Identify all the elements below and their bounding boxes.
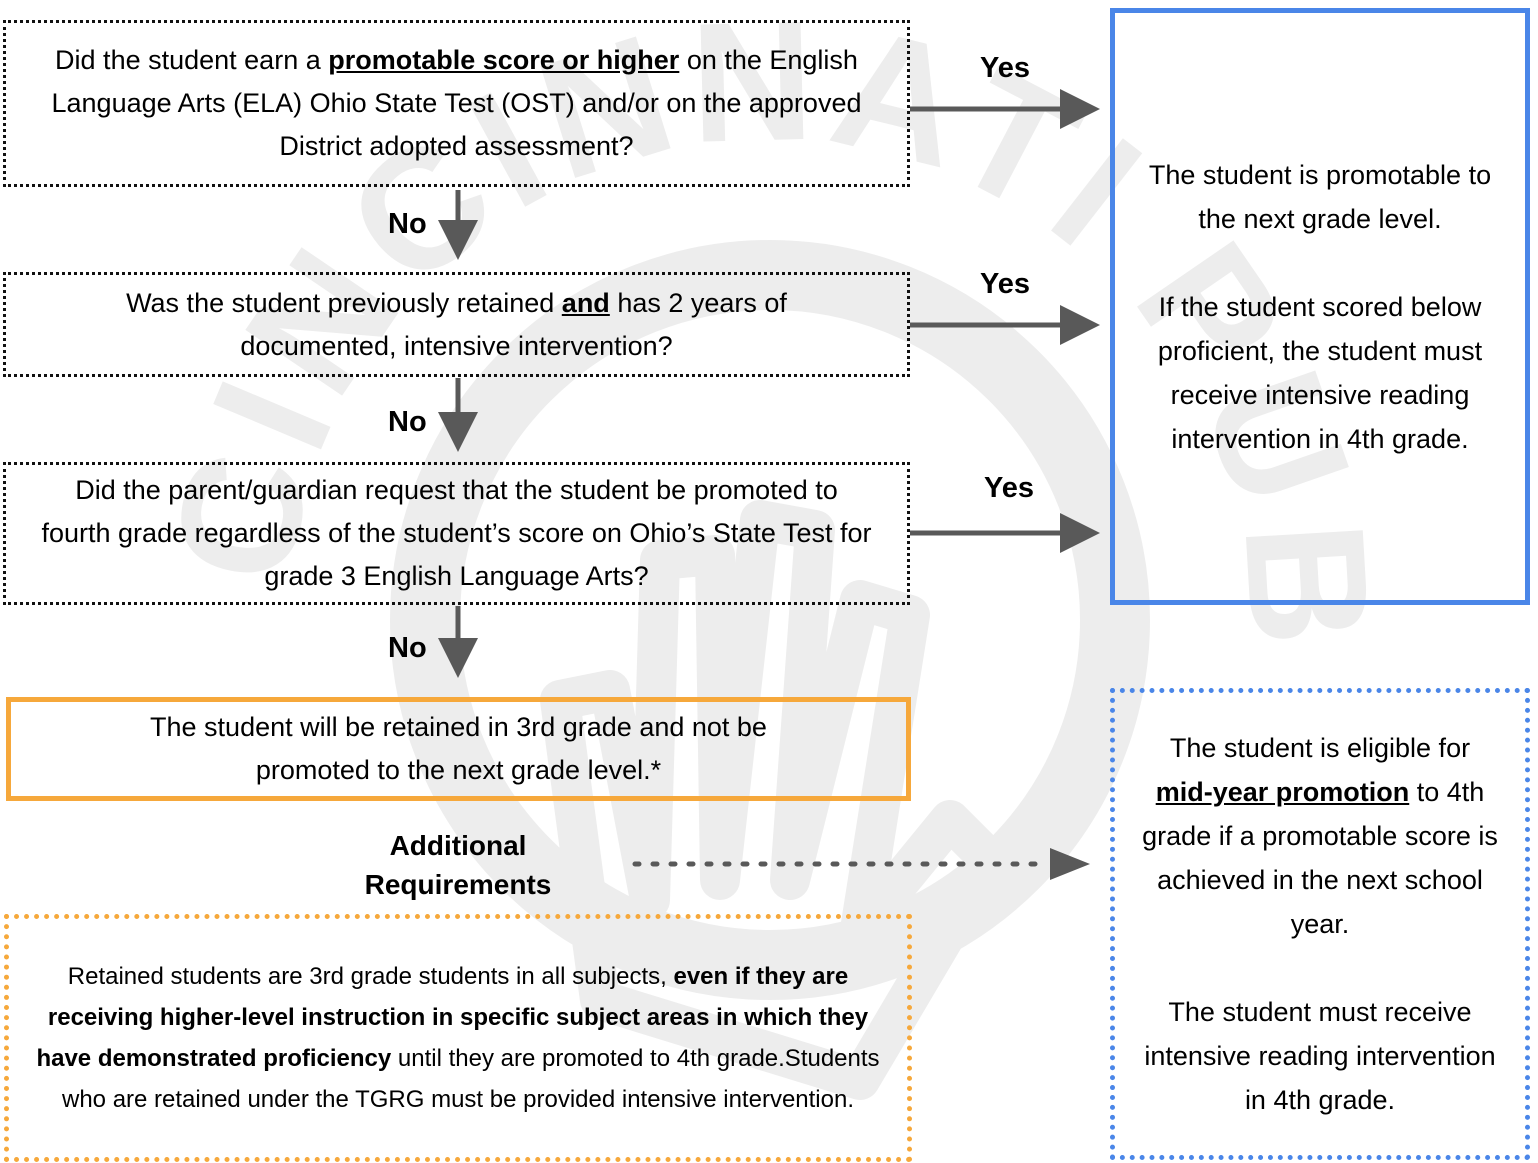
midyear-text-post: to 4th grade if a promotable score is ac… — [1142, 777, 1498, 939]
no-label-3: No — [388, 632, 427, 664]
question-3-text: Did the parent/guardian request that the… — [41, 475, 872, 591]
question-1-emphasis: promotable score or higher — [328, 45, 680, 75]
additional-text-post: until they are promoted to 4th grade.Stu… — [62, 1045, 880, 1113]
midyear-intervention-text: The student must receive intensive readi… — [1144, 997, 1496, 1115]
additional-heading-text: Additional Requirements — [364, 830, 552, 900]
question-2-box: Was the student previously retained and … — [3, 272, 910, 377]
question-1-post: on the English Language Arts (ELA) Ohio … — [51, 45, 862, 161]
question-2-post: has 2 years of documented, intensive int… — [240, 287, 787, 361]
no-label-1: No — [388, 208, 427, 240]
promotable-box: The student is promotable to the next gr… — [1110, 8, 1530, 605]
additional-text: Retained students are 3rd grade students… — [31, 956, 885, 1120]
yes-label-3: Yes — [984, 472, 1034, 504]
question-1-box: Did the student earn a promotable score … — [3, 20, 910, 187]
additional-requirements-box: Retained students are 3rd grade students… — [4, 914, 912, 1162]
retained-box: The student will be retained in 3rd grad… — [6, 697, 911, 801]
midyear-promotion-box: The student is eligible for mid-year pro… — [1110, 688, 1530, 1160]
midyear-emphasis: mid-year promotion — [1155, 777, 1410, 807]
question-1-pre: Did the student earn a — [55, 45, 329, 75]
yes-label-1: Yes — [980, 52, 1030, 84]
promotable-intervention-text: If the student scored below proficient, … — [1157, 291, 1483, 454]
question-1-text: Did the student earn a promotable score … — [32, 39, 881, 168]
additional-text-bold: even if they are receiving higher-level … — [36, 963, 869, 1072]
midyear-text: The student is eligible for mid-year pro… — [1139, 726, 1501, 946]
question-2-emphasis: and — [561, 287, 610, 318]
additional-text-pre: Retained students are 3rd grade students… — [67, 963, 674, 990]
question-2-text: Was the student previously retained and … — [56, 282, 857, 368]
question-2-pre: Was the student previously retained — [126, 287, 562, 318]
yes-label-2: Yes — [980, 268, 1030, 300]
question-3-box: Did the parent/guardian request that the… — [3, 462, 910, 605]
retained-text: The student will be retained in 3rd grad… — [150, 712, 767, 785]
additional-requirements-heading: Additional Requirements — [300, 826, 616, 904]
no-label-2: No — [388, 406, 427, 438]
promotable-text: The student is promotable to the next gr… — [1148, 159, 1492, 234]
midyear-text-pre: The student is eligible for — [1169, 733, 1471, 763]
dotted-arrow-head — [1050, 848, 1090, 880]
